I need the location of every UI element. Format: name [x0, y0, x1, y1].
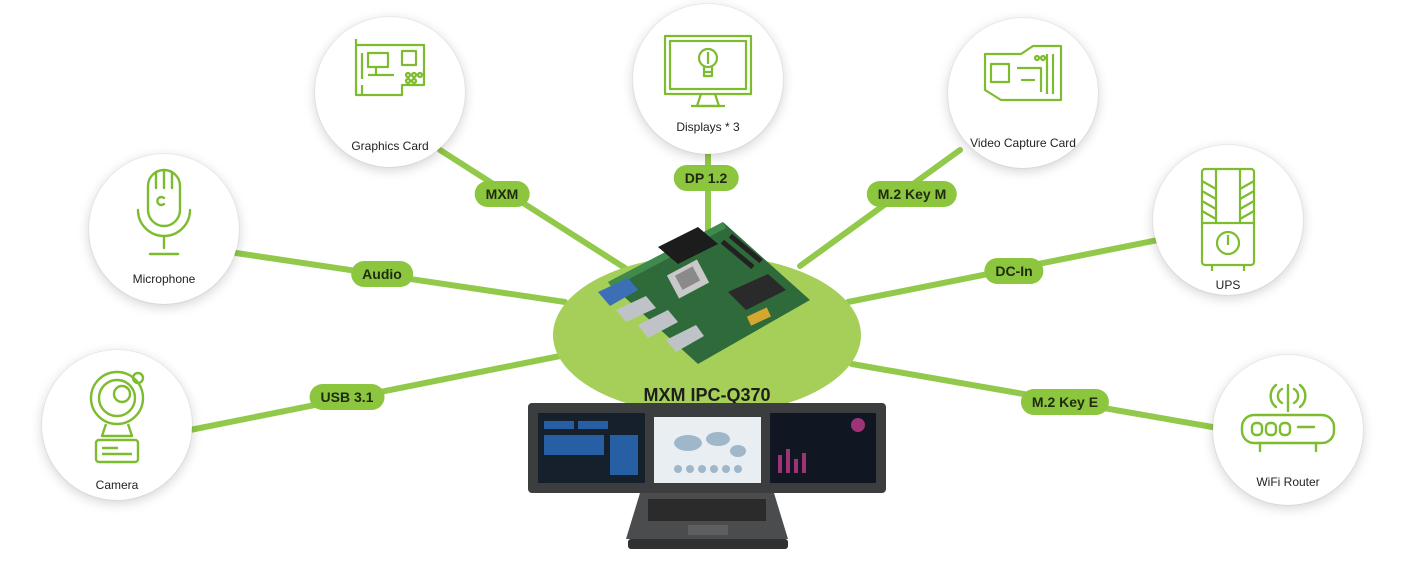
device-node-displays: Displays * 3: [633, 4, 783, 154]
interface-pill-usb: USB 3.1: [309, 384, 385, 410]
motherboard-image: [598, 222, 810, 364]
device-label-ups: UPS: [1215, 278, 1241, 292]
device-node-camera: Camera: [42, 350, 192, 500]
display-icon: [663, 34, 753, 108]
camera-icon: [89, 370, 145, 464]
interface-pill-audio: Audio: [351, 261, 413, 287]
hub-label: MXM IPC-Q370: [643, 385, 771, 405]
device-node-video-capture-card: Video Capture Card: [948, 18, 1098, 168]
device-node-microphone: Microphone: [89, 154, 239, 304]
ups-icon: [1200, 167, 1256, 271]
device-label-video-capture-card: Video Capture Card: [970, 136, 1076, 150]
laptop-image: [528, 403, 886, 549]
device-label-camera: Camera: [95, 478, 139, 492]
wifi-router-icon: [1240, 383, 1336, 453]
device-label-displays: Displays * 3: [676, 120, 740, 134]
interface-pill-m2-key-e: M.2 Key E: [1020, 389, 1110, 415]
connector-video-capture: [797, 147, 963, 269]
device-label-microphone: Microphone: [132, 272, 196, 286]
interface-pill-m2-key-m: M.2 Key M: [866, 181, 958, 207]
device-label-graphics-card: Graphics Card: [351, 139, 429, 153]
interface-pill-mxm: MXM: [474, 181, 530, 207]
device-node-ups: UPS: [1153, 145, 1303, 295]
connector-graphics-card: [437, 147, 628, 271]
capture-card-icon: [983, 44, 1063, 102]
interface-pill-dc-in: DC-In: [984, 258, 1044, 284]
device-node-graphics-card: Graphics Card: [315, 17, 465, 167]
microphone-icon: [136, 168, 192, 256]
device-node-wifi-router: WiFi Router: [1213, 355, 1363, 505]
graphics-card-icon: [354, 39, 426, 97]
device-label-wifi-router: WiFi Router: [1256, 475, 1320, 489]
interface-pill-dp: DP 1.2: [673, 165, 739, 191]
